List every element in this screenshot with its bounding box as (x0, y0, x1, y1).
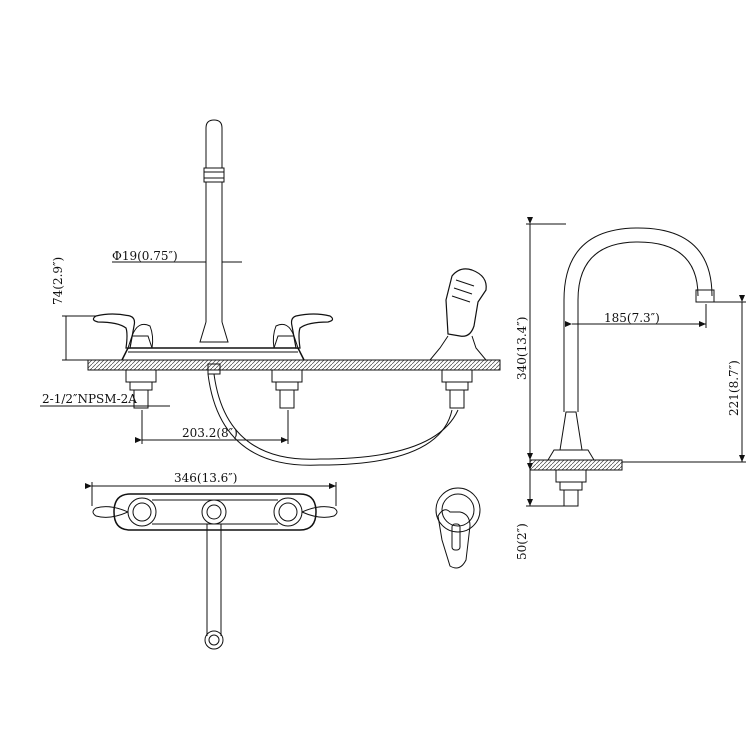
sprayer-head-detail (435, 487, 481, 569)
top-view (85, 482, 338, 650)
spout-reach-label: 185(7.3″) (604, 311, 660, 325)
thread-spec-label: 2-1/2″NPSM-2A (42, 392, 137, 406)
overall-width-label: 346(13.6″) (174, 471, 237, 485)
center-spacing-label: 203.2(8″) (182, 426, 238, 440)
stem-diameter-label: Φ19(0.75″) (112, 249, 178, 263)
side-view (529, 227, 715, 507)
shank-length-label: 50(2″) (515, 523, 529, 560)
side-dimensions (526, 217, 746, 507)
spout-height-label: 340(13.4″) (515, 317, 529, 380)
handle-height-label: 74(2.9″) (51, 257, 65, 305)
front-view (87, 119, 501, 466)
spout-clearance-label: 221(8.7″) (727, 360, 741, 416)
front-dimensions (40, 261, 289, 444)
